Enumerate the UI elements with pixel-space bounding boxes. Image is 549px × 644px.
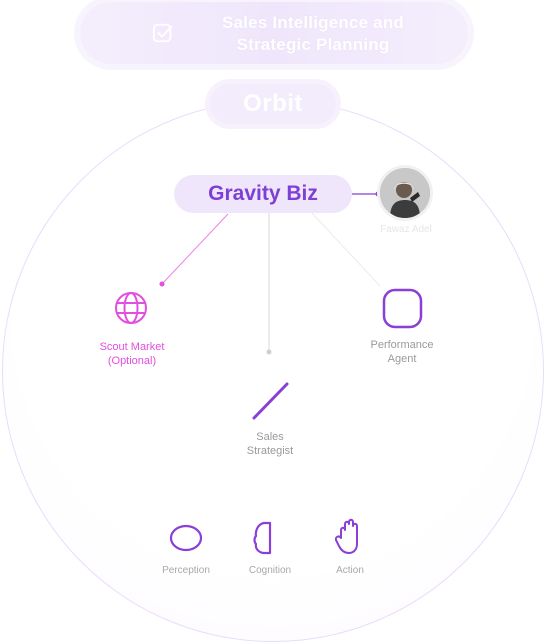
eye-icon bbox=[169, 524, 203, 552]
scout-connector-dot bbox=[159, 281, 165, 287]
task-banner[interactable]: Sales Intelligence and Strategic Plannin… bbox=[80, 2, 468, 64]
sales-connector-dot bbox=[266, 349, 272, 355]
task-title: Sales Intelligence and Strategic Plannin… bbox=[221, 13, 405, 54]
scout-connector bbox=[161, 213, 229, 285]
performance-connector bbox=[311, 212, 381, 287]
sales-label-line2: Strategist bbox=[246, 445, 294, 457]
performance-agent-label[interactable]: Performance Agent bbox=[350, 338, 454, 366]
slash-icon bbox=[252, 382, 289, 420]
scout-market-label[interactable]: Scout Market (Optional) bbox=[80, 340, 184, 368]
performance-label-line1: Performance bbox=[370, 339, 434, 351]
person-photo bbox=[380, 168, 430, 218]
avatar[interactable] bbox=[380, 168, 430, 218]
hand-icon bbox=[334, 518, 358, 554]
scout-label-line1: Scout Market bbox=[99, 341, 165, 353]
gravity-biz-node[interactable]: Gravity Biz bbox=[174, 175, 352, 213]
brain-icon bbox=[253, 521, 272, 555]
sales-strategist-label[interactable]: Sales Strategist bbox=[222, 430, 318, 458]
avatar-connector-dot bbox=[375, 191, 381, 197]
action-label: Action bbox=[336, 565, 364, 576]
assigned-person-name: Fawaz Adel bbox=[380, 224, 432, 235]
globe-icon bbox=[115, 292, 147, 324]
scout-label-line2: (Optional) bbox=[107, 355, 157, 367]
perception-label: Perception bbox=[162, 565, 210, 576]
rounded-square-icon bbox=[382, 288, 423, 329]
sales-label-line1: Sales bbox=[256, 431, 284, 443]
performance-label-line2: Agent bbox=[387, 353, 417, 365]
checkbox-icon bbox=[152, 23, 173, 43]
cognition-label: Cognition bbox=[248, 565, 292, 576]
orbit-label: Orbit bbox=[210, 84, 336, 124]
